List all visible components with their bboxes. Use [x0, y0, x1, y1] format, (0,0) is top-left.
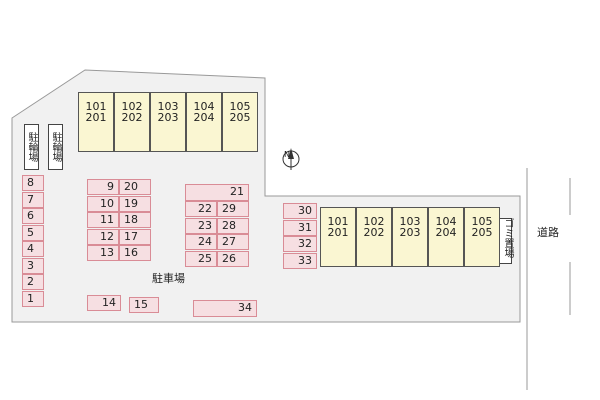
parking-stall: 19 [119, 195, 151, 212]
unit-number-upper: 203 [157, 111, 179, 124]
unit-number-lower: 103 [157, 100, 179, 113]
bicycle-parking-1: 駐輪場 [24, 124, 39, 170]
unit-number-upper: 201 [85, 111, 107, 124]
parking-stall: 18 [119, 212, 151, 228]
bicycle-parking-2: 駐輪場 [48, 124, 63, 170]
unit-number-upper: 201 [327, 226, 349, 239]
parking-stall: 30 [283, 203, 317, 219]
parking-stall: 34 [193, 300, 257, 317]
parking-stall: 9 [87, 179, 119, 195]
parking-stall: 25 [185, 250, 217, 267]
parking-stall: 27 [217, 234, 249, 250]
unit-number-lower: 101 [85, 100, 107, 113]
parking-stall: 21 [185, 184, 249, 201]
parking-stall: 24 [185, 234, 217, 250]
parking-stall: 17 [119, 228, 151, 245]
parking-stall: 16 [119, 245, 151, 261]
parking-stall: 32 [283, 236, 317, 252]
unit-number-lower: 101 [327, 215, 349, 228]
parking-lot-label: 駐車場 [152, 272, 185, 285]
parking-stall: 4 [22, 241, 44, 257]
north-label: N [284, 150, 290, 159]
parking-stall: 11 [87, 212, 119, 228]
unit-number-lower: 104 [435, 215, 457, 228]
road-label: 道路 [537, 226, 559, 239]
parking-stall: 20 [119, 179, 151, 195]
parking-stall: 31 [283, 219, 317, 236]
unit-number-upper: 205 [471, 226, 493, 239]
unit-number-lower: 102 [363, 215, 385, 228]
parking-stall: 13 [87, 245, 119, 261]
parking-stall: 7 [22, 191, 44, 208]
unit-number-lower: 103 [399, 215, 421, 228]
garbage-label: ゴミ置場 [502, 218, 513, 258]
parking-stall: 12 [87, 228, 119, 245]
parking-stall: 28 [217, 217, 249, 234]
parking-stall: 14 [87, 295, 121, 311]
unit-number-upper: 205 [229, 111, 251, 124]
unit-number-lower: 105 [229, 100, 251, 113]
unit-number-lower: 104 [193, 100, 215, 113]
unit-number-upper: 203 [399, 226, 421, 239]
parking-stall: 10 [87, 195, 119, 212]
parking-stall: 22 [185, 201, 217, 217]
north-arrow-icon [282, 148, 300, 170]
unit-number-upper: 202 [363, 226, 385, 239]
parking-stall: 26 [217, 250, 249, 267]
parking-stall: 23 [185, 217, 217, 234]
parking-stall: 3 [22, 257, 44, 274]
parking-stall: 5 [22, 224, 44, 241]
unit-number-upper: 204 [193, 111, 215, 124]
parking-stall: 6 [22, 208, 44, 224]
unit-number-upper: 202 [121, 111, 143, 124]
parking-stall: 2 [22, 274, 44, 290]
parking-stall: 1 [22, 290, 44, 307]
parking-stall: 33 [283, 252, 317, 269]
unit-number-upper: 204 [435, 226, 457, 239]
parking-stall: 29 [217, 201, 249, 217]
unit-number-lower: 105 [471, 215, 493, 228]
parking-stall: 15 [129, 297, 159, 313]
unit-number-lower: 102 [121, 100, 143, 113]
parking-stall: 8 [22, 175, 44, 191]
